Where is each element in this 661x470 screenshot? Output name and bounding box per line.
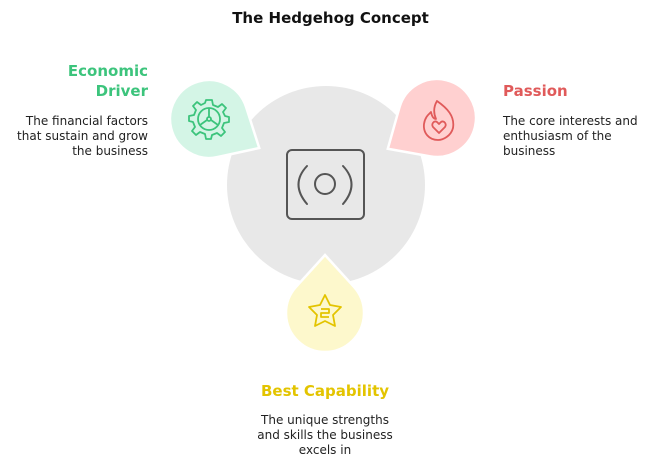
economic-heading-line2: Driver bbox=[95, 82, 148, 100]
passion-drop bbox=[386, 77, 478, 159]
economic-heading: Economic Driver bbox=[68, 61, 148, 101]
center-circle bbox=[227, 86, 425, 284]
diagram-title: The Hedgehog Concept bbox=[232, 9, 429, 27]
center-icon bbox=[286, 149, 365, 220]
capability-drop bbox=[284, 253, 366, 354]
passion-heading: Passion bbox=[503, 82, 568, 100]
economic-description: The financial factors that sustain and g… bbox=[17, 114, 148, 158]
passion-description: The core interests and enthusiasm of the… bbox=[503, 114, 638, 158]
star-icon bbox=[308, 294, 342, 327]
economic-heading-line1: Economic bbox=[67, 62, 148, 80]
flame-heart-icon bbox=[423, 100, 455, 141]
economic-drop bbox=[168, 78, 261, 160]
gear-icon bbox=[188, 99, 230, 140]
capability-description: The unique strengths and skills the busi… bbox=[257, 413, 393, 457]
capability-heading: Best Capability bbox=[260, 382, 390, 400]
